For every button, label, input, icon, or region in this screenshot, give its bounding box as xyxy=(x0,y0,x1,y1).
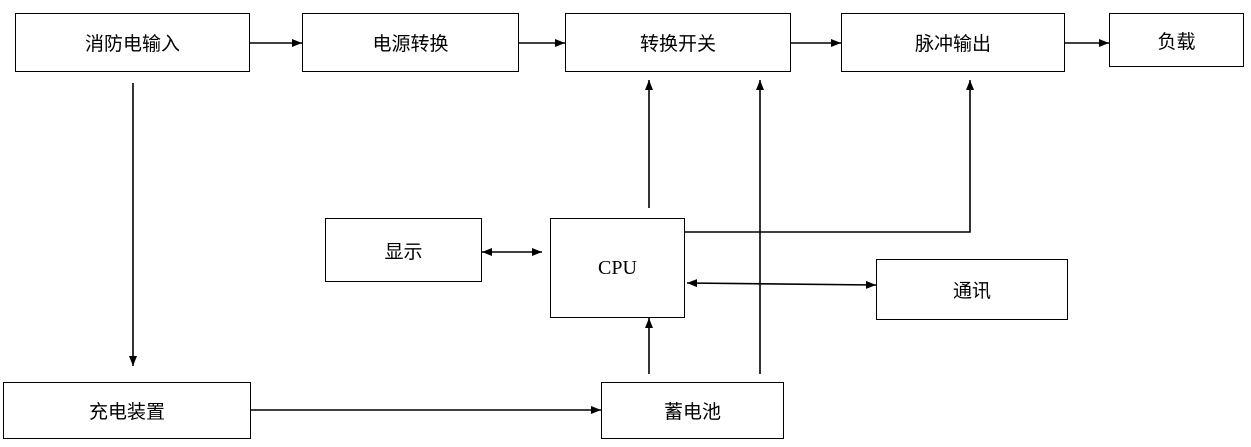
block-comm: 通讯 xyxy=(876,259,1068,320)
block-pulse-output-label: 脉冲输出 xyxy=(914,33,991,55)
block-fire-input: 消防电输入 xyxy=(15,13,250,72)
block-power-convert-label: 电源转换 xyxy=(372,33,449,55)
block-cpu: CPU xyxy=(550,218,685,318)
block-switch: 转换开关 xyxy=(565,13,791,72)
block-comm-label: 通讯 xyxy=(952,280,991,302)
block-cpu-label: CPU xyxy=(598,256,637,279)
block-switch-label: 转换开关 xyxy=(639,33,716,55)
block-charger-label: 充电装置 xyxy=(88,401,165,423)
block-display: 显示 xyxy=(325,218,482,282)
block-battery: 蓄电池 xyxy=(601,382,784,439)
block-display-label: 显示 xyxy=(384,240,423,263)
block-battery-label: 蓄电池 xyxy=(663,401,721,423)
block-load-label: 负载 xyxy=(1157,30,1196,53)
arrow-cpu-comm xyxy=(686,279,877,289)
block-fire-input-label: 消防电输入 xyxy=(84,33,180,55)
block-charger: 充电装置 xyxy=(3,382,251,439)
block-load: 负载 xyxy=(1109,13,1244,67)
block-power-convert: 电源转换 xyxy=(302,13,519,72)
block-pulse-output: 脉冲输出 xyxy=(841,13,1065,72)
arrow-cpu-to-pulse xyxy=(685,80,974,233)
